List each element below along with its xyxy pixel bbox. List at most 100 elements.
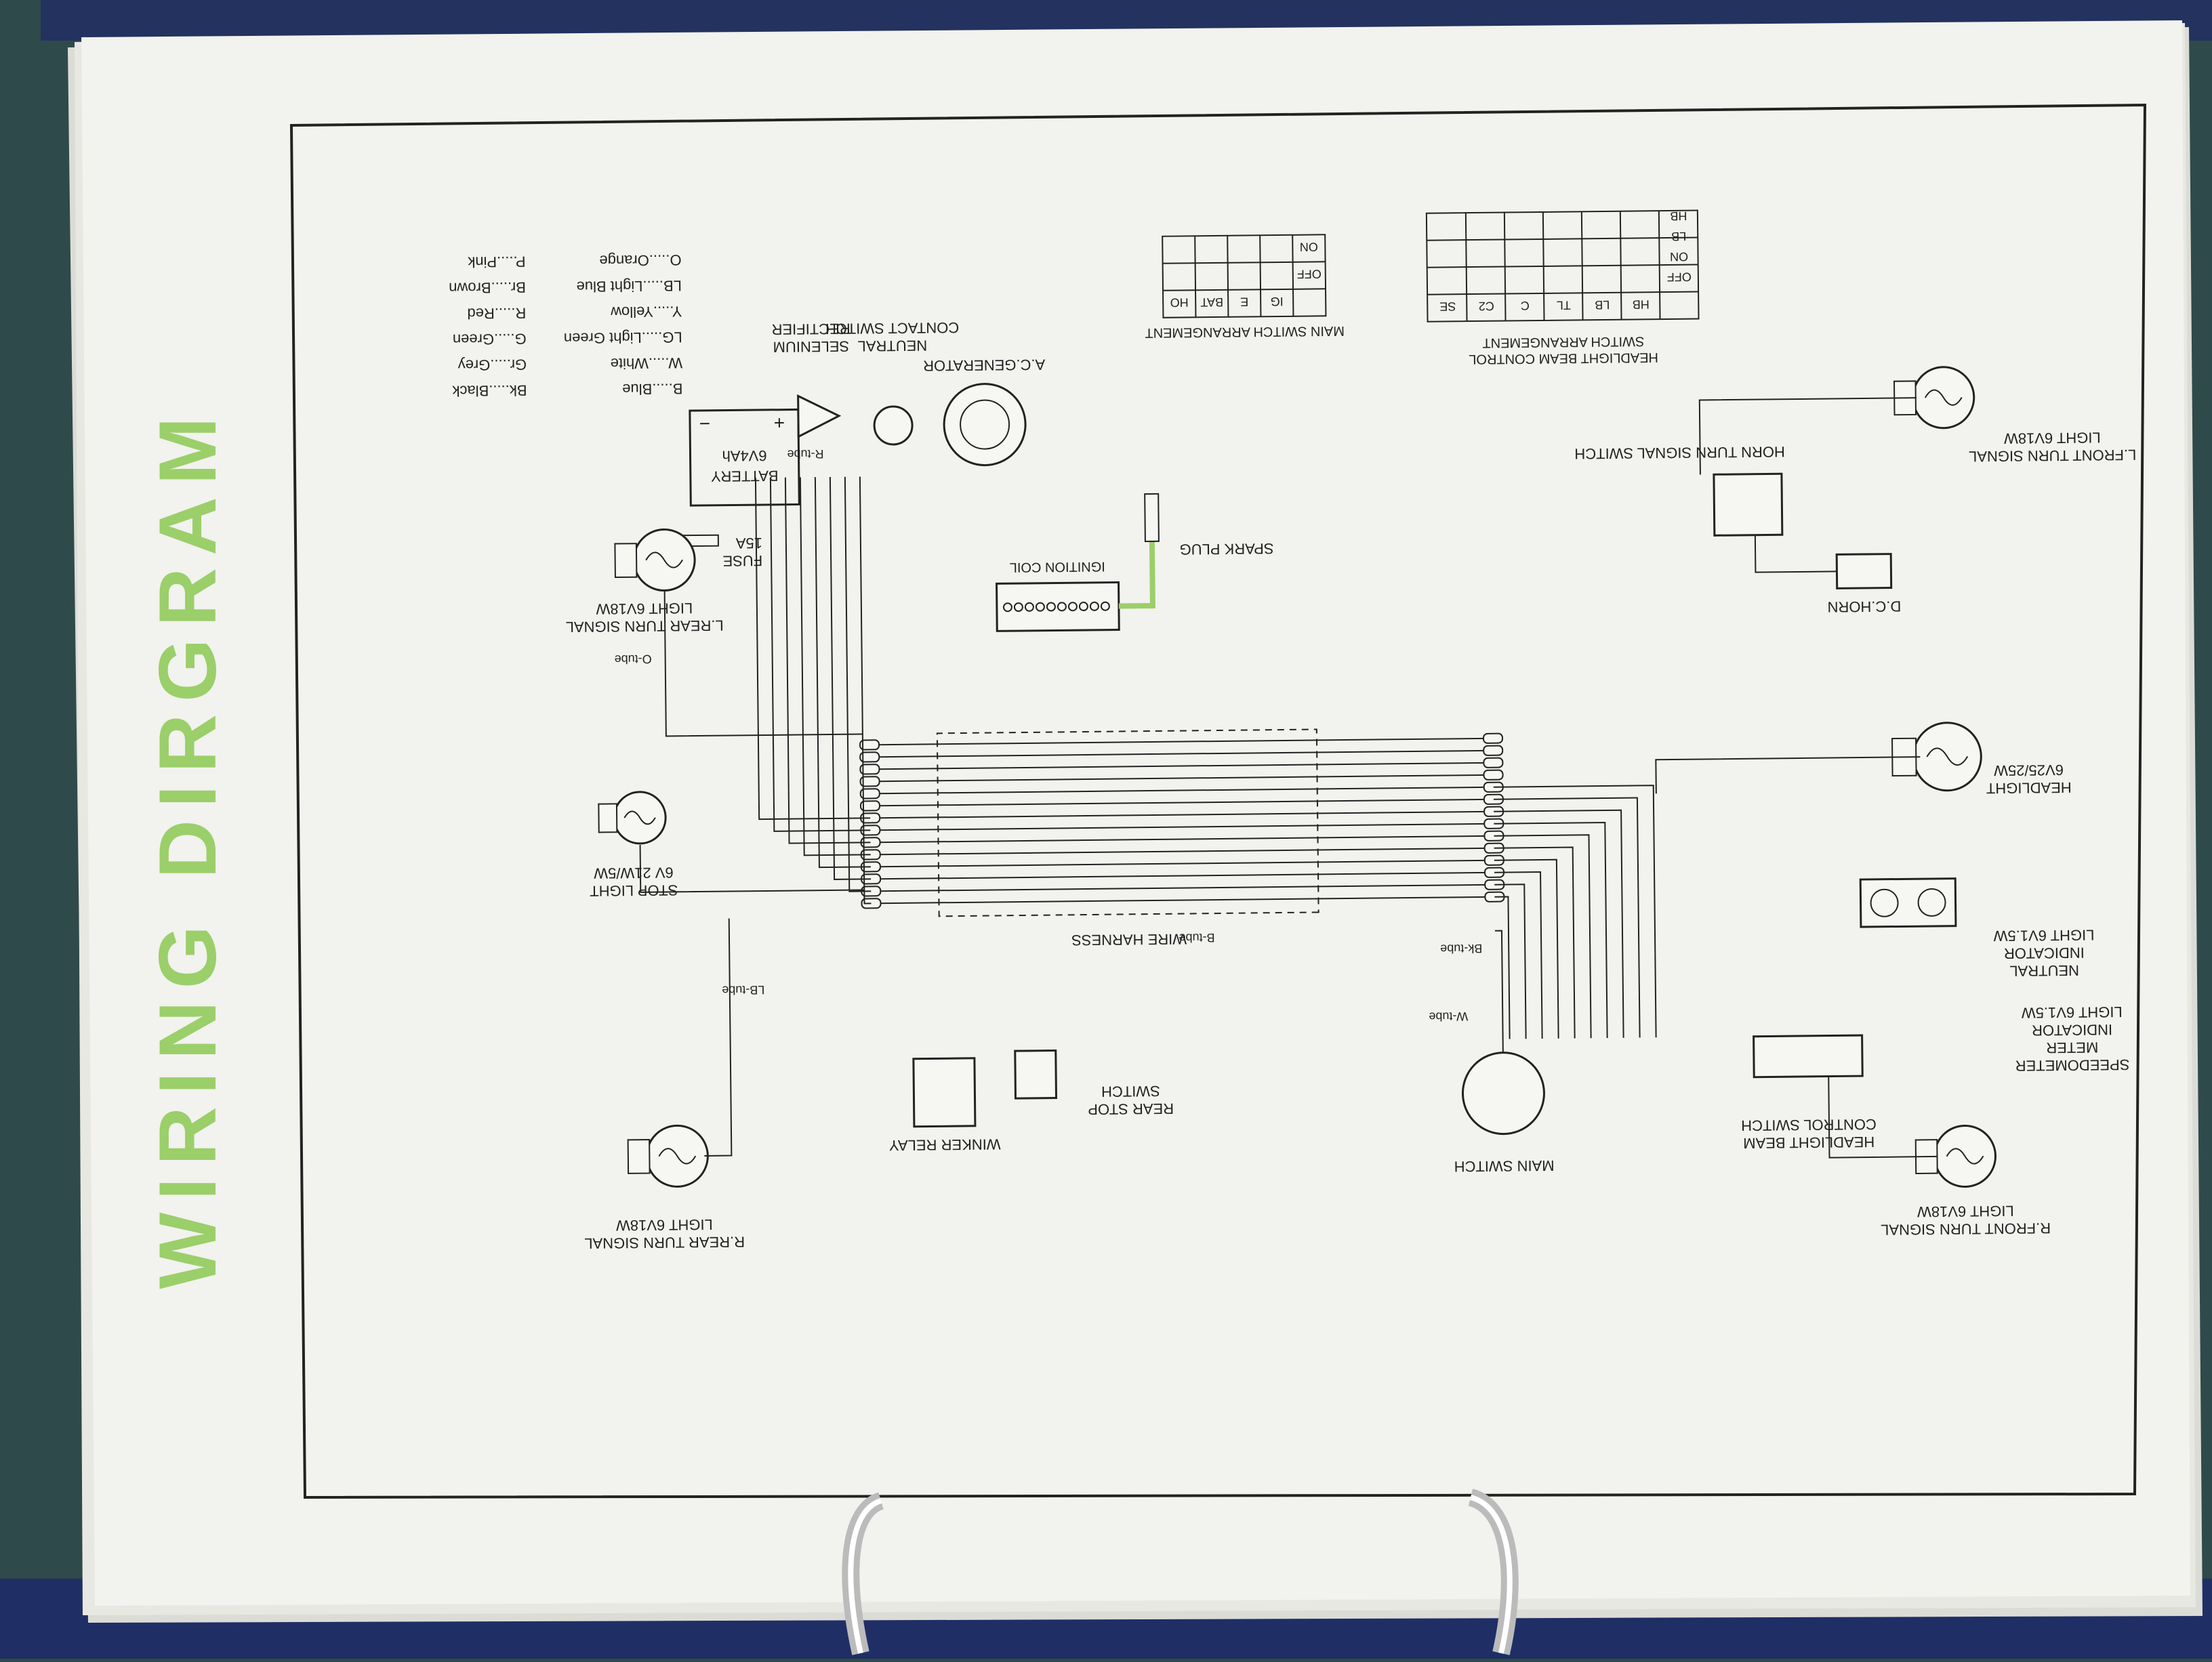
wire-l-front <box>1698 397 1917 475</box>
legend-item: B.....Blue <box>622 380 683 398</box>
feed-wire <box>1494 834 1592 1039</box>
winker-relay <box>912 1057 977 1128</box>
main-switch-label: MAIN SWITCH <box>1454 1157 1555 1176</box>
headlight-table-row: ON <box>1670 250 1688 264</box>
harness-wire <box>870 823 1494 831</box>
harness-wire <box>870 847 1494 856</box>
harness-wire <box>869 749 1494 758</box>
harness-wire <box>869 737 1493 746</box>
rear-stop-switch-label: REAR STOP <box>1088 1100 1174 1118</box>
horn-turn-signal-switch <box>1713 472 1784 537</box>
main-switch-row: OFF <box>1297 267 1322 281</box>
spark-plug <box>1144 493 1160 543</box>
harness-wire <box>869 774 1494 783</box>
dc-horn <box>1835 553 1893 589</box>
harness-wire <box>870 859 1494 868</box>
speedometer-label: LIGHT 6V1.5W <box>2022 1003 2123 1022</box>
dc-horn-label: D.C.HORN <box>1827 598 1901 615</box>
b-tube-tag: B-tube <box>1179 931 1214 945</box>
r-front-turn-signal-label: R.FRONT TURN SIGNAL <box>1881 1220 2051 1239</box>
neutral-indicator-label: NEUTRAL <box>2009 962 2079 980</box>
harness-wire <box>869 762 1494 770</box>
l-rear-turn-signal-label: LIGHT 6V18W <box>596 600 693 617</box>
diagram-frame <box>289 103 2147 1499</box>
feed-wire <box>814 477 871 869</box>
legend-item: G.....Green <box>453 331 527 348</box>
connector <box>859 739 880 751</box>
headlight-table-row: LB <box>1671 230 1686 243</box>
speedometer-label: INDICATOR <box>2032 1021 2112 1039</box>
feed-wire <box>799 477 871 856</box>
headlight-beam-switch-label: CONTROL SWITCH <box>1741 1116 1877 1134</box>
wire-stop <box>639 844 865 893</box>
lb-tube-tag: LB-tube <box>722 983 764 997</box>
legend-item: W.....White <box>611 354 683 372</box>
feed-wire <box>1494 884 1527 1039</box>
feed-wire <box>769 477 871 832</box>
r-front-turn-signal-label: LIGHT 6V18W <box>1917 1203 2014 1220</box>
headlight-table-header: C <box>1521 299 1530 312</box>
harness-wire <box>869 798 1494 807</box>
l-front-turn-signal-label: L.FRONT TURN SIGNAL <box>1969 446 2137 465</box>
feed-wire <box>1494 896 1511 1039</box>
legend-item: O.....Orange <box>599 251 681 269</box>
binder-rings <box>842 1489 1519 1655</box>
battery <box>689 408 800 507</box>
winker-relay-label: WINKER RELAY <box>888 1136 1000 1154</box>
horn-turn-switch-label: HORN TURN SIGNAL SWITCH <box>1574 443 1785 462</box>
plug-lead <box>1118 541 1155 609</box>
feed-wire <box>1494 858 1559 1039</box>
legend-item: R.....Red <box>467 305 526 323</box>
feed-wire <box>754 478 871 820</box>
speedometer-label: SPEEDOMETER <box>2015 1056 2130 1075</box>
rear-stop-switch-label: SWITCH <box>1101 1083 1160 1100</box>
wire-horn <box>1754 535 1837 573</box>
headlight-beam-switch-label: HEADLIGHT BEAM <box>1743 1134 1875 1152</box>
headlight-table-row: HB <box>1670 209 1687 223</box>
feed-wire <box>1494 846 1576 1039</box>
connector <box>1483 757 1504 768</box>
feed-wire <box>1493 797 1641 1038</box>
rear-stop-switch <box>1014 1050 1058 1100</box>
neutral-contact-label: NEUTRAL <box>857 337 927 354</box>
stop-light-label: 6V 21W/5W <box>594 864 674 881</box>
neutral-contact-label: CONTACT SWITCH <box>825 319 959 337</box>
wire-harness-outline <box>936 728 1319 917</box>
harness-wire <box>870 810 1494 819</box>
harness-wire <box>869 786 1494 795</box>
speedometer-light <box>1917 888 1946 917</box>
r-tube-tag: R-tube <box>787 447 823 461</box>
main-switch-table <box>1162 234 1327 318</box>
battery-rating: 6V4Ah <box>722 447 766 465</box>
headlight-table-title: SWITCH ARRANGEMENT <box>1482 333 1644 350</box>
headlight-table-title: HEADLIGHT BEAM CONTROL <box>1469 350 1658 367</box>
l-front-turn-signal-label: LIGHT 6V18W <box>2004 429 2101 446</box>
wire-main-switch <box>1494 930 1504 1053</box>
l-rear-turn-signal-label: L.REAR TURN SIGNAL <box>566 617 724 636</box>
harness-wire <box>871 896 1495 905</box>
main-switch-row: ON <box>1300 240 1318 253</box>
harness-wire <box>871 871 1495 880</box>
legend-item: P.....Pink <box>467 253 525 271</box>
main-switch-header: HO <box>1170 295 1189 309</box>
side-title: WIRING DIRGRAM <box>142 404 233 1289</box>
wire-headlight <box>1655 756 1921 794</box>
headlight-table-header: HB <box>1633 297 1650 311</box>
headlight-table-header: C2 <box>1479 299 1494 313</box>
paper-sheet <box>81 20 2190 1606</box>
stop-light-label: STOP LIGHT <box>590 881 678 899</box>
legend-item: LG.....Light Green <box>564 329 682 347</box>
connector <box>859 751 880 763</box>
harness-wire <box>871 884 1495 892</box>
feed-wire <box>1494 822 1608 1039</box>
feed-wire <box>784 477 871 844</box>
headlight-table-header: LB <box>1595 298 1610 312</box>
harness-wire <box>870 835 1494 844</box>
main-switch-header: E <box>1240 295 1248 308</box>
w-tube-tag: W-tube <box>1429 1010 1468 1024</box>
headlight-label: HEADLIGHT <box>1986 779 2072 797</box>
selenium-rectifier <box>797 394 842 438</box>
main-switch-header: BAT <box>1200 295 1223 309</box>
